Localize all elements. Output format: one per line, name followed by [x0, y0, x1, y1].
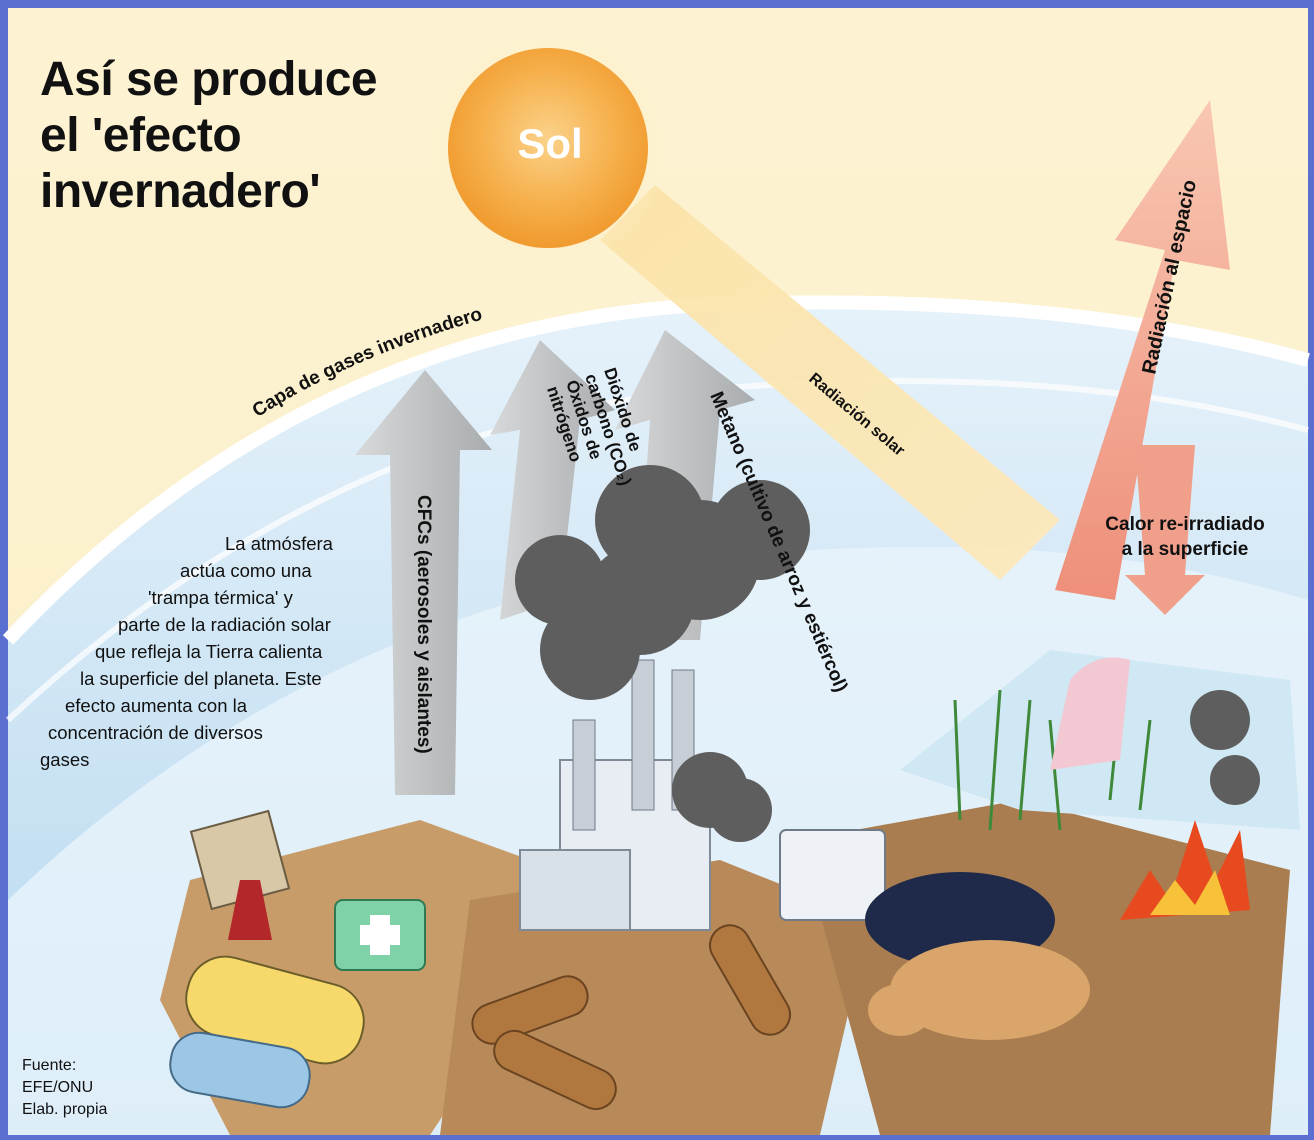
- reradiated-heat-arrow: [1125, 445, 1205, 615]
- title-line-1: Así se produce: [40, 53, 378, 106]
- chimney-1: [572, 719, 596, 831]
- source-credit: Fuente: EFE/ONU Elab. propia: [22, 1055, 107, 1121]
- chimney-2: [631, 659, 655, 811]
- brown-cow-icon: [890, 940, 1090, 1040]
- page-title: Así se produce el 'efecto invernadero': [40, 52, 440, 220]
- reradiated-line-1: Calor re-irradiado: [1105, 514, 1265, 535]
- reradiated-heat-label: Calor re-irradiado a la superficie: [1060, 512, 1310, 562]
- farmer-figure: [1050, 657, 1130, 770]
- logs: [471, 924, 791, 1111]
- adhesive-bottle-icon: [228, 880, 272, 940]
- smoke-cloud: [515, 465, 1260, 842]
- sun-label: Sol: [517, 120, 583, 167]
- rice-plants: [953, 689, 1152, 831]
- source-line-3: Elab. propia: [22, 1101, 108, 1118]
- cfc-arrow: [355, 370, 492, 795]
- desc-line-1: La atmósfera: [225, 533, 333, 554]
- co2-arrow: [490, 340, 615, 620]
- desc-line-5: que refleja la Tierra calienta: [95, 641, 323, 662]
- cow-head: [868, 984, 932, 1036]
- desc-line-3: 'trampa térmica' y: [148, 587, 293, 608]
- tanker-truck: [779, 829, 886, 921]
- aerosol-pile: [169, 809, 426, 1109]
- factory-annex: [519, 849, 631, 931]
- co2-label: Dióxido de carbono (CO₂) Óxidos de nitró…: [543, 365, 645, 488]
- desc-line-7: efecto aumenta con la: [65, 695, 248, 716]
- title-line-3: invernadero': [40, 165, 321, 218]
- desc-line-8: concentración de diversos: [48, 722, 263, 743]
- desc-line-6: la superficie del planeta. Este: [80, 668, 322, 689]
- sun-icon: [448, 48, 648, 248]
- gas-layer-band: [2, 295, 1310, 645]
- cfc-label: CFCs (aerosoles y aislantes): [413, 495, 434, 754]
- space-radiation-arrow: [1055, 100, 1230, 600]
- reradiated-line-2: a la superficie: [1121, 539, 1249, 560]
- description-text: La atmósfera actúa como una 'trampa térm…: [40, 530, 370, 773]
- desc-line-4: parte de la radiación solar: [118, 614, 331, 635]
- title-line-2: el 'efecto: [40, 109, 242, 162]
- solar-radiation-beam: [600, 185, 1060, 580]
- fire-core: [1150, 870, 1230, 915]
- desc-line-9: gases: [40, 749, 90, 770]
- source-line-1: Fuente:: [22, 1057, 77, 1074]
- desc-line-2: actúa como una: [180, 560, 312, 581]
- source-line-2: EFE/ONU: [22, 1079, 94, 1096]
